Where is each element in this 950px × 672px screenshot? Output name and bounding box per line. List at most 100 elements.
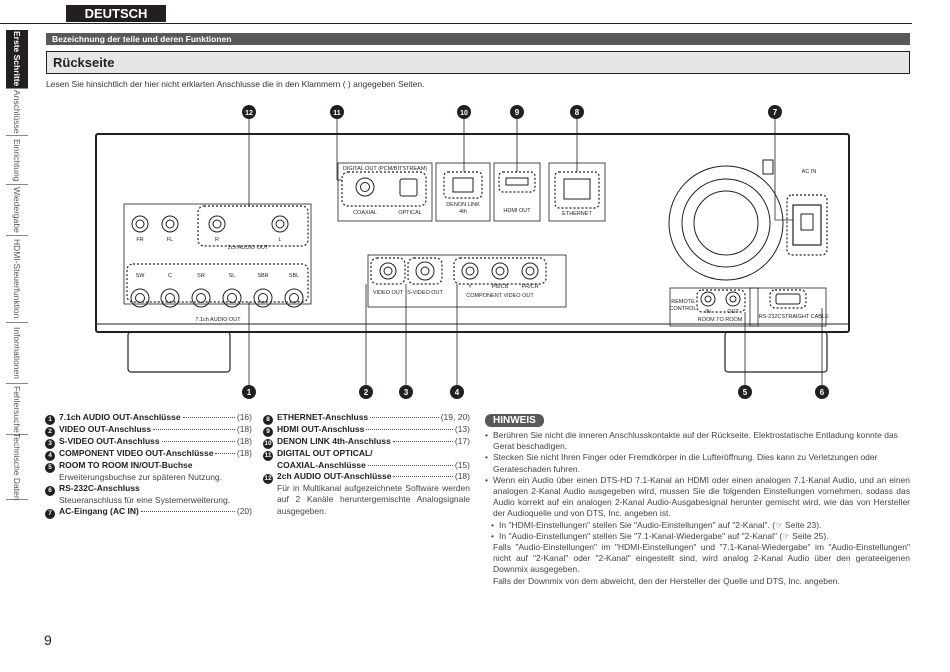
item-label: ROOM TO ROOM IN/OUT-Buchse xyxy=(59,460,193,470)
jack-pbcb xyxy=(491,262,509,280)
device-body xyxy=(95,133,850,333)
callout-8 xyxy=(570,105,584,119)
callout-label: 6 xyxy=(820,388,825,397)
callout-label: 7 xyxy=(773,108,778,117)
sidebar-item-label: Anschlüsse xyxy=(12,90,22,134)
note-subitem: In "Audio-Einstellungen" stellen Sie "7.… xyxy=(485,531,910,542)
label-sl: SL xyxy=(229,273,236,279)
list-item: 6 RS-232C-Anschluss xyxy=(45,483,252,497)
callout-label: 8 xyxy=(575,108,580,117)
item-label: DIGITAL OUT OPTICAL/ xyxy=(277,448,373,458)
label-coaxial: COAXIAL xyxy=(353,210,377,216)
item-number: 6 xyxy=(45,486,55,497)
item-description: Erweiterungsbuchse zur späteren Nutzung. xyxy=(59,472,223,482)
label-denon-link-sub: 4th xyxy=(459,209,467,215)
item-label: RS-232C-Anschluss xyxy=(59,483,140,494)
sidebar-item-anschluesse[interactable]: Anschlüsse xyxy=(6,89,28,136)
item-label: 7.1ch AUDIO OUT-Anschlüsse xyxy=(59,412,181,422)
callout-label: 11 xyxy=(333,110,341,117)
item-page: (18) xyxy=(236,424,252,434)
callout-6 xyxy=(815,385,829,399)
jack-sl xyxy=(222,288,242,308)
hinweis-badge: HINWEIS xyxy=(485,414,544,427)
callout-12 xyxy=(242,105,256,119)
item-label: AC-Eingang (AC IN) xyxy=(59,506,139,517)
jack-video-out xyxy=(379,262,397,280)
sidebar-item-hdmi-steuerfunktion[interactable]: HDMI-Steuerfunktion xyxy=(6,236,28,323)
callout-label: 9 xyxy=(515,108,520,117)
jack-c xyxy=(160,288,180,308)
label-pbcb: PB/CB xyxy=(492,284,509,290)
label-digital-out: DIGITAL OUT (PCM/BITSTREAM) xyxy=(343,166,427,172)
sidebar-item-label: Technische Daten xyxy=(12,433,22,501)
sidebar-item-informationen[interactable]: Informationen xyxy=(6,323,28,384)
page-number: 9 xyxy=(44,632,52,648)
item-page: (18) xyxy=(236,448,252,458)
label-room-to-room: ROOM TO ROOM xyxy=(698,317,743,323)
item-number: 9 xyxy=(263,427,273,437)
jack-sw xyxy=(130,288,150,308)
item-label: 2ch AUDIO OUT-Anschlüsse xyxy=(277,471,392,482)
sidebar-item-technische-daten[interactable]: Technische Daten xyxy=(6,433,28,501)
item-number: 7 xyxy=(45,509,55,520)
header-rule xyxy=(0,23,912,24)
hinweis-notes: Berühren Sie nicht die inneren Anschluss… xyxy=(485,430,910,587)
label-sr: SR xyxy=(197,273,205,279)
callout-1 xyxy=(242,385,256,399)
item-number: 8 xyxy=(263,415,273,425)
item-number: 5 xyxy=(45,463,55,473)
note-item: Stecken Sie nicht Ihren Finger oder Frem… xyxy=(485,452,910,474)
sidebar-item-erste-schritte[interactable]: Erste Schritte xyxy=(6,30,28,89)
label-sbr: SBR xyxy=(257,273,268,279)
item-label: COMPONENT VIDEO OUT-Anschlüsse xyxy=(59,448,214,458)
callout-label: 2 xyxy=(364,388,369,397)
label-l: L xyxy=(278,237,281,243)
callout-label: 1 xyxy=(247,388,252,397)
callout-11 xyxy=(330,105,344,119)
jack-room-out xyxy=(725,291,741,307)
item-number: 1 xyxy=(45,415,55,425)
label-y: Y xyxy=(468,284,472,290)
list-item: 5 ROOM TO ROOM IN/OUT-Buchse xyxy=(45,460,252,473)
item-page: (19, 20) xyxy=(440,412,470,422)
rear-panel-diagram: 12 11 10 9 8 7 1 2 3 4 5 6 DIGITAL OUT (… xyxy=(95,105,850,399)
sidebar-nav: Erste Schritte Anschlüsse Einrichtung Wi… xyxy=(6,30,28,501)
callout-label: 5 xyxy=(743,388,748,397)
label-ac-in: AC IN xyxy=(802,169,817,175)
sidebar-item-fehlersuche[interactable]: Fehlersuche xyxy=(6,384,28,435)
label-sw: SW xyxy=(136,273,146,279)
label-video-out: VIDEO OUT xyxy=(373,290,404,296)
note-subitem: In "HDMI-Einstellungen" stellen Sie "Aud… xyxy=(485,520,910,531)
language-tab: DEUTSCH xyxy=(66,5,166,22)
callout-label: 10 xyxy=(460,110,468,117)
callout-2 xyxy=(359,385,373,399)
jack-2ch-l xyxy=(271,215,289,233)
jack-sbl xyxy=(284,288,304,308)
item-label: S-VIDEO OUT-Anschluss xyxy=(59,436,160,446)
section-header: Bezeichnung der teile und deren Funktion… xyxy=(46,33,910,45)
label-71ch-audio-out: 7.1ch AUDIO OUT xyxy=(195,317,241,323)
callout-7 xyxy=(768,105,782,119)
label-prcr: PR/CR xyxy=(521,284,538,290)
sidebar-item-einrichtung[interactable]: Einrichtung xyxy=(6,136,28,185)
sidebar-item-wiedergabe[interactable]: Wiedergabe xyxy=(6,185,28,236)
label-sbl: SBL xyxy=(289,273,299,279)
sidebar-item-label: Einrichtung xyxy=(12,138,22,182)
jack-2ch-r xyxy=(208,215,226,233)
sidebar-item-label: Erste Schritte xyxy=(12,31,22,87)
item-label: VIDEO OUT-Anschluss xyxy=(59,424,152,434)
item-page: (15) xyxy=(454,460,470,470)
callout-9 xyxy=(510,105,524,119)
left-foot xyxy=(127,331,231,373)
label-fr: FR xyxy=(136,237,143,243)
note-continuation: Falls "Audio-Einstellungen" im "HDMI-Ein… xyxy=(493,542,910,575)
jack-sr xyxy=(191,288,211,308)
